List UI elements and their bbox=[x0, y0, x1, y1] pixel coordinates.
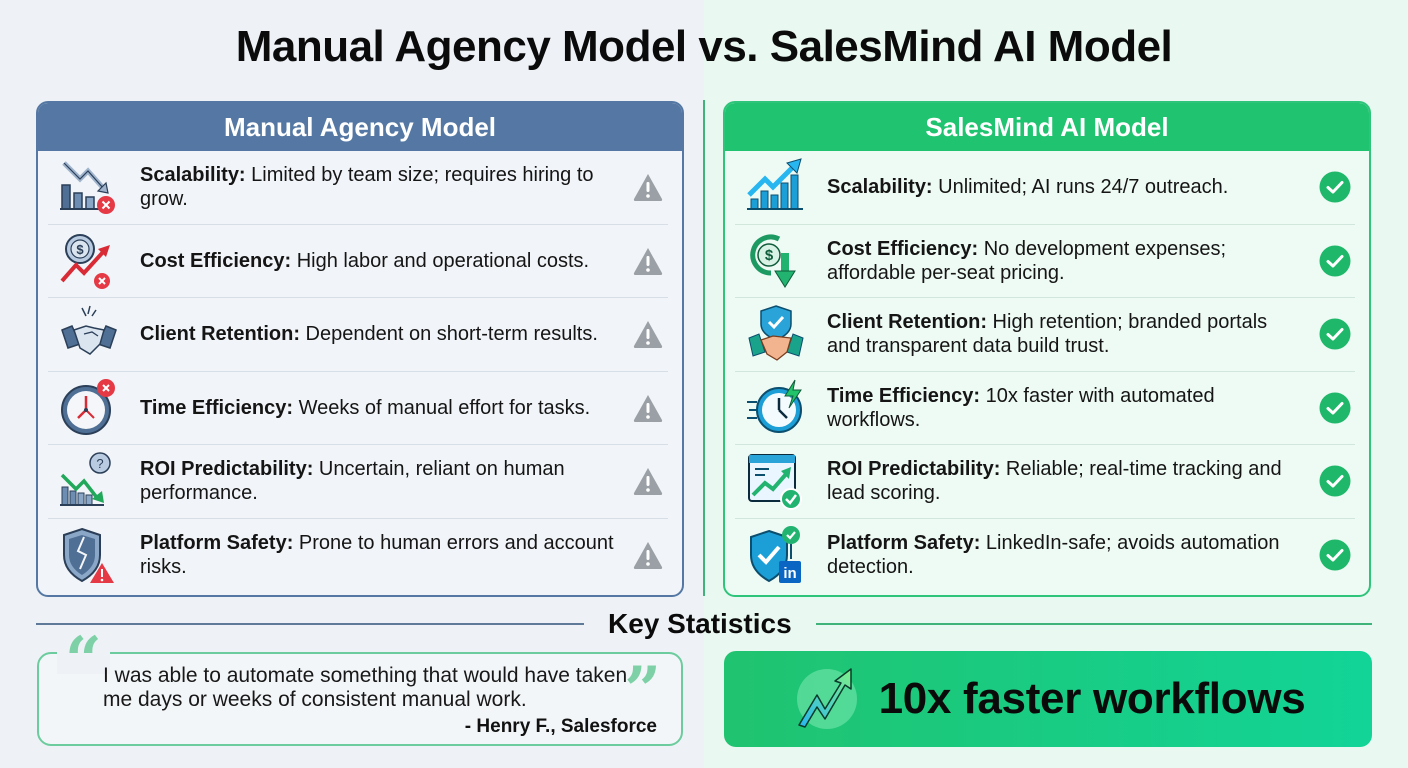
row-description: LinkedIn-safe; avoids automation detecti… bbox=[827, 532, 1280, 579]
manual-row-roi-predictability: ? ROI Predictability: Uncertain, reliant… bbox=[48, 445, 668, 519]
row-label: Scalability: bbox=[140, 164, 246, 187]
row-label: Cost Efficiency: bbox=[827, 237, 979, 260]
stat-text: 10x faster workflows bbox=[878, 674, 1306, 723]
quote-author: - Henry F., Salesforce bbox=[464, 716, 657, 737]
warning-triangle-icon bbox=[628, 464, 668, 498]
check-circle-icon bbox=[1315, 538, 1355, 572]
manual-row-scalability: Scalability: Limited by team size; requi… bbox=[48, 151, 668, 225]
ai-row-cost-efficiency: $ Cost Efficiency: No development expens… bbox=[735, 225, 1355, 298]
row-description: Unlimited; AI runs 24/7 outreach. bbox=[932, 176, 1229, 199]
ai-row-platform-safety: in Platform Safety: LinkedIn-safe; avoid… bbox=[735, 519, 1355, 593]
manual-row-platform-safety: Platform Safety: Prone to human errors a… bbox=[48, 519, 668, 593]
testimonial-quote: “ I was able to automate something that … bbox=[37, 626, 683, 746]
row-description: No development expenses; affordable per-… bbox=[827, 237, 1227, 284]
trust-handshake-icon bbox=[735, 303, 817, 365]
check-circle-icon bbox=[1315, 170, 1355, 204]
row-label: ROI Predictability: bbox=[140, 458, 314, 481]
row-description: Weeks of manual effort for tasks. bbox=[293, 396, 591, 419]
row-label: Time Efficiency: bbox=[827, 384, 981, 407]
trend-arrow-icon bbox=[796, 668, 857, 729]
svg-text:$: $ bbox=[76, 242, 84, 257]
quote-text: I was able to automate something that wo… bbox=[103, 664, 628, 711]
ai-row-client-retention: Client Retention: High retention; brande… bbox=[735, 298, 1355, 372]
rising-cost-icon: $ bbox=[48, 230, 130, 292]
cost-down-icon: $ bbox=[735, 230, 817, 292]
manual-row-cost-efficiency: $ Cost Efficiency: High labor and operat… bbox=[48, 225, 668, 298]
row-label: Cost Efficiency: bbox=[140, 249, 292, 272]
manual-row-client-retention: Client Retention: Dependent on short-ter… bbox=[48, 298, 668, 372]
row-description: Dependent on short-term results. bbox=[300, 323, 598, 346]
page-title: Manual Agency Model vs. SalesMind AI Mod… bbox=[235, 22, 1173, 71]
declining-bar-chart-icon bbox=[48, 156, 130, 218]
linkedin-shield-icon: in bbox=[735, 524, 817, 586]
warning-triangle-icon bbox=[628, 538, 668, 572]
row-label: Scalability: bbox=[827, 176, 933, 199]
dashboard-chart-icon bbox=[735, 450, 817, 512]
manual-agency-panel: Manual Agency Model Scalability: Limited… bbox=[36, 101, 684, 597]
svg-text:$: $ bbox=[765, 247, 774, 264]
row-label: ROI Predictability: bbox=[827, 458, 1001, 481]
stat-highlight: 10x faster workflows bbox=[724, 651, 1372, 747]
check-circle-icon bbox=[1315, 317, 1355, 351]
row-description: Uncertain, reliant on human performance. bbox=[140, 458, 565, 505]
row-description: Limited by team size; requires hiring to… bbox=[140, 164, 594, 211]
warning-triangle-icon bbox=[628, 391, 668, 425]
cracked-shield-icon bbox=[48, 524, 130, 586]
svg-text:in: in bbox=[783, 565, 796, 582]
check-circle-icon bbox=[1315, 464, 1355, 498]
svg-text:?: ? bbox=[96, 456, 103, 471]
growth-bar-chart-icon bbox=[735, 156, 817, 218]
ai-row-scalability: Scalability: Unlimited; AI runs 24/7 out… bbox=[735, 151, 1355, 225]
open-quote-icon: “ bbox=[57, 626, 110, 674]
vertical-divider bbox=[703, 100, 705, 596]
row-description: Prone to human errors and account risks. bbox=[140, 532, 614, 579]
uncertain-chart-icon: ? bbox=[48, 450, 130, 512]
row-description: High labor and operational costs. bbox=[291, 249, 590, 272]
salesmind-ai-panel: SalesMind AI Model Scalability: Unlimite… bbox=[723, 101, 1371, 597]
warning-triangle-icon bbox=[628, 170, 668, 204]
row-label: Client Retention: bbox=[140, 323, 300, 346]
manual-panel-header: Manual Agency Model bbox=[38, 103, 682, 151]
row-label: Time Efficiency: bbox=[140, 396, 294, 419]
ai-panel-header: SalesMind AI Model bbox=[725, 103, 1369, 151]
warning-triangle-icon bbox=[628, 317, 668, 351]
section-title: Key Statistics bbox=[608, 608, 792, 639]
divider-right bbox=[815, 623, 1372, 625]
check-circle-icon bbox=[1315, 244, 1355, 278]
close-quote-icon: ” bbox=[624, 656, 661, 704]
row-label: Platform Safety: bbox=[140, 532, 294, 555]
warning-triangle-icon bbox=[628, 244, 668, 278]
divider-left bbox=[36, 623, 584, 625]
row-description: High retention; branded portals and tran… bbox=[827, 311, 1268, 358]
row-description: 10x faster with automated workflows. bbox=[827, 384, 1215, 431]
broken-handshake-icon bbox=[48, 303, 130, 365]
row-description: Reliable; real-time tracking and lead sc… bbox=[827, 458, 1282, 505]
key-statistics-heading: Key Statistics bbox=[36, 606, 1372, 642]
ai-row-roi-predictability: ROI Predictability: Reliable; real-time … bbox=[735, 445, 1355, 519]
check-circle-icon bbox=[1315, 391, 1355, 425]
row-label: Client Retention: bbox=[827, 311, 987, 334]
clock-error-icon bbox=[48, 377, 130, 439]
fast-clock-icon bbox=[735, 377, 817, 439]
ai-row-time-efficiency: Time Efficiency: 10x faster with automat… bbox=[735, 372, 1355, 445]
row-label: Platform Safety: bbox=[827, 532, 981, 555]
manual-row-time-efficiency: Time Efficiency: Weeks of manual effort … bbox=[48, 372, 668, 445]
